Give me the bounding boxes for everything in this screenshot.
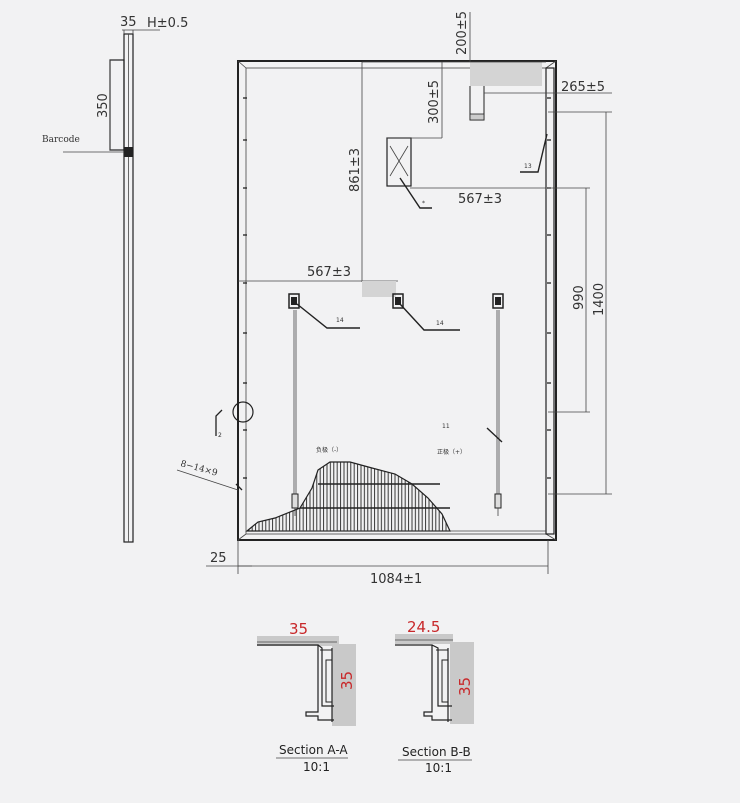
section-b-width: 24.5: [407, 618, 440, 636]
junction-box-top: [386, 137, 412, 187]
section-b-caption: Section B-B: [402, 745, 471, 759]
section-a-width: 35: [289, 620, 308, 638]
frame-width-label: 35: [120, 15, 137, 30]
label-14b: 14: [436, 320, 444, 327]
barcode-label: Barcode: [42, 135, 80, 145]
barcode-strip: [109, 59, 125, 151]
junction-boxes: [288, 293, 504, 309]
barcode-length-label: 350: [96, 93, 111, 118]
side-view: 35 H±0.5 350 Barcode: [42, 15, 188, 543]
right-offset-dim: 265±5: [561, 80, 605, 95]
mount-1400-dim: 1400: [592, 283, 607, 316]
connector-negative: [291, 493, 299, 509]
section-a-a: 35 35 Section A-A 10:1: [257, 620, 356, 774]
label-13: 13: [524, 163, 532, 170]
cable-shade: [470, 62, 542, 86]
cell-cutaway: [245, 461, 451, 532]
section-b-b: 24.5 35 Section B-B 10:1: [395, 618, 474, 775]
center-567-dim: 567±3: [307, 265, 351, 280]
section-a-caption: Section A-A: [279, 743, 348, 757]
positive-pole-label: 正极（+）: [437, 448, 466, 456]
section-a-scale: 10:1: [303, 760, 330, 774]
vertical-861-dim: 861±3: [348, 148, 363, 192]
box-567-dim: 567±3: [458, 192, 502, 207]
cable-top-dim: 200±5: [455, 11, 470, 55]
junction-box-left: [288, 293, 300, 309]
label-14a: 14: [336, 317, 344, 324]
bottom-25-dim: 25: [210, 551, 227, 566]
connector-positive: [494, 493, 502, 509]
section-b-scale: 10:1: [425, 761, 452, 775]
section-b-height: 35: [456, 677, 474, 696]
negative-pole-label: 负极（-）: [316, 446, 342, 454]
label-11: 11: [442, 423, 450, 430]
holes-label: 8−14×9: [179, 459, 219, 479]
height-tol-label: H±0.5: [147, 16, 188, 31]
frame-outer: [237, 60, 557, 541]
barcode-tab: [124, 147, 133, 157]
junction-box-center: [392, 293, 404, 309]
label-2: 2: [218, 432, 222, 439]
box-offset-dim: 300±5: [427, 80, 442, 124]
section-a-height: 35: [338, 671, 356, 690]
total-width-dim: 1084±1: [370, 572, 422, 587]
junction-box-right: [492, 293, 504, 309]
mount-990-dim: 990: [572, 285, 587, 310]
front-view: 200±5 265±5 861±3 300±5 * 567±3 567±3: [176, 11, 612, 587]
detail-circle: [232, 401, 254, 423]
star-label: *: [422, 200, 425, 207]
